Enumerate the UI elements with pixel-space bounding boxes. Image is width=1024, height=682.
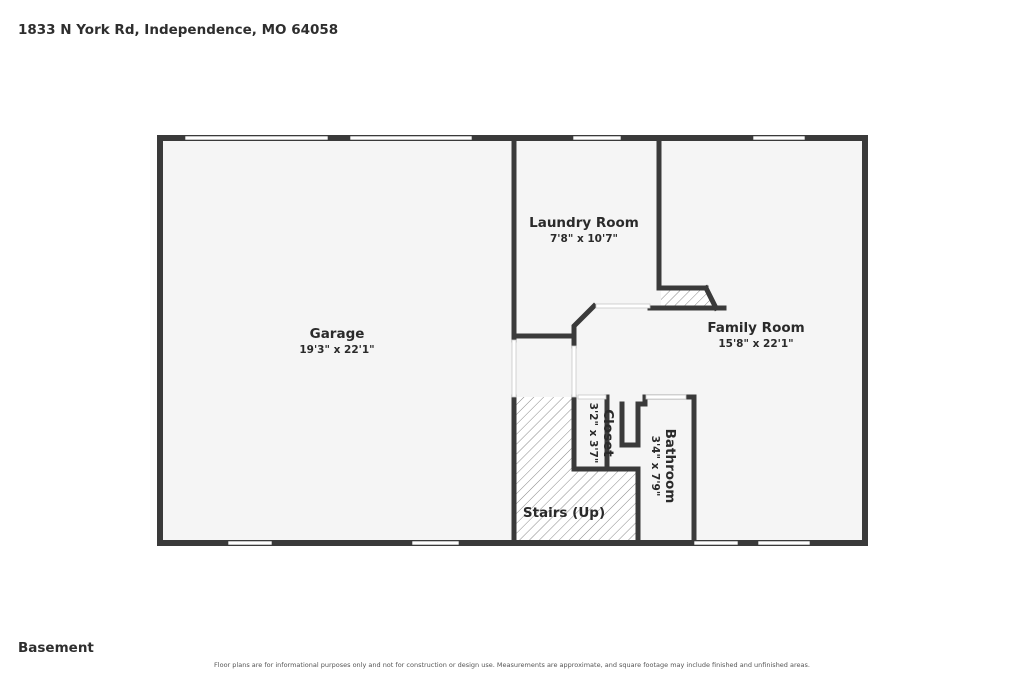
- disclaimer-text: Floor plans are for informational purpos…: [214, 661, 810, 669]
- laundry-floor: [514, 138, 659, 336]
- laundry-room-dimensions: 7'8" x 10'7": [550, 233, 618, 245]
- door-openings: [511, 303, 687, 400]
- garage-floor: [160, 138, 514, 543]
- closet-label: Closet: [600, 409, 616, 457]
- garage-label: Garage: [310, 326, 365, 342]
- fireplace-hatch: [661, 290, 716, 306]
- laundry-room-label: Laundry Room: [529, 215, 639, 231]
- bathroom-label: Bathroom: [662, 429, 678, 504]
- floor-level-label: Basement: [18, 640, 94, 656]
- garage-dimensions: 19'3" x 22'1": [299, 344, 374, 356]
- windows: [184, 135, 811, 546]
- family-room-label: Family Room: [707, 320, 804, 336]
- stairs-label: Stairs (Up): [523, 505, 605, 521]
- closet-dimensions: 3'2" x 3'7": [587, 403, 599, 464]
- bathroom-dimensions: 3'4" x 7'9": [649, 436, 661, 497]
- property-address: 1833 N York Rd, Independence, MO 64058: [18, 22, 339, 38]
- family-room-dimensions: 15'8" x 22'1": [718, 338, 793, 350]
- interior-walls: [511, 135, 727, 546]
